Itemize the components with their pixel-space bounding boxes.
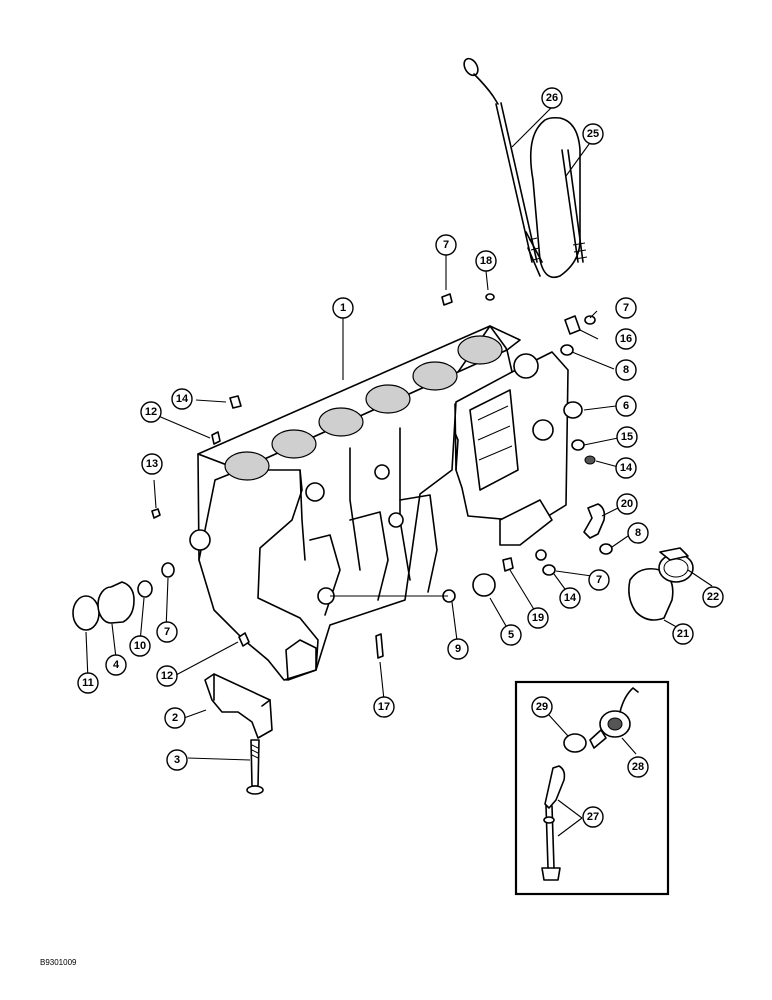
svg-text:17: 17 [378, 701, 390, 713]
svg-text:8: 8 [635, 527, 641, 539]
svg-text:7: 7 [443, 239, 449, 251]
callout-16: 16 [615, 328, 637, 350]
dipstick [463, 57, 543, 277]
callout-11: 11 [77, 672, 99, 694]
svg-text:9: 9 [455, 643, 461, 655]
svg-text:7: 7 [164, 626, 170, 638]
svg-text:16: 16 [620, 333, 632, 345]
svg-text:6: 6 [623, 400, 629, 412]
callout-15: 15 [616, 426, 638, 448]
callout-3: 3 [166, 749, 188, 771]
callout-14-left: 14 [171, 388, 193, 410]
svg-text:4: 4 [113, 659, 120, 671]
callout-17: 17 [373, 696, 395, 718]
callout-2: 2 [164, 707, 186, 729]
callout-20: 20 [616, 493, 638, 515]
callout-1: 1 [332, 297, 354, 319]
front-plug-and-seal [72, 395, 250, 647]
svg-text:10: 10 [134, 640, 146, 652]
svg-text:27: 27 [587, 811, 599, 823]
svg-text:2: 2 [172, 712, 178, 724]
coolant-hose-and-clamp [628, 547, 694, 621]
svg-text:7: 7 [623, 302, 629, 314]
svg-text:14: 14 [620, 462, 633, 474]
callout-13: 13 [141, 453, 163, 475]
callout-7-top: 7 [435, 234, 457, 256]
callout-12-bottom: 12 [156, 665, 178, 687]
svg-text:12: 12 [161, 670, 173, 682]
svg-text:5: 5 [508, 629, 514, 641]
callout-14-bottom: 14 [559, 587, 581, 609]
svg-text:26: 26 [546, 92, 558, 104]
svg-text:22: 22 [707, 591, 719, 603]
svg-text:25: 25 [587, 128, 599, 140]
bearing-cap-bolt [246, 739, 264, 795]
callout-8-top: 8 [615, 359, 637, 381]
svg-text:12: 12 [145, 406, 157, 418]
svg-text:13: 13 [146, 458, 158, 470]
svg-text:1: 1 [340, 302, 346, 314]
svg-text:29: 29 [536, 701, 548, 713]
svg-text:8: 8 [623, 364, 629, 376]
cylinder-block [189, 325, 569, 681]
callout-18: 18 [475, 250, 497, 272]
callout-7-left: 7 [156, 621, 178, 643]
callout-5: 5 [500, 624, 522, 646]
callout-21: 21 [672, 623, 694, 645]
callout-12-top: 12 [140, 401, 162, 423]
callout-10: 10 [129, 635, 151, 657]
svg-text:28: 28 [632, 761, 644, 773]
callout-7-right-bottom: 7 [588, 569, 610, 591]
svg-text:15: 15 [621, 431, 633, 443]
svg-text:14: 14 [176, 393, 189, 405]
svg-text:3: 3 [174, 754, 180, 766]
dipstick-tube [529, 116, 588, 279]
svg-text:7: 7 [596, 574, 602, 586]
svg-text:20: 20 [621, 498, 633, 510]
figure-code: B9301009 [40, 958, 77, 967]
callout-4: 4 [105, 654, 127, 676]
svg-text:14: 14 [564, 592, 577, 604]
callout-19: 19 [527, 607, 549, 629]
callout-22: 22 [702, 586, 724, 608]
svg-text:21: 21 [677, 628, 689, 640]
callout-7-right-top: 7 [615, 297, 637, 319]
callout-29: 29 [531, 696, 553, 718]
callout-28: 28 [627, 756, 649, 778]
callout-26: 26 [541, 87, 563, 109]
right-side-fittings [375, 293, 613, 659]
svg-text:18: 18 [480, 255, 492, 267]
main-bearing-cap [204, 673, 273, 739]
svg-text:19: 19 [532, 612, 544, 624]
callout-8-bottom: 8 [627, 522, 649, 544]
callout-25: 25 [582, 123, 604, 145]
svg-text:11: 11 [82, 677, 94, 689]
callout-14-right: 14 [615, 457, 637, 479]
callout-6: 6 [615, 395, 637, 417]
callout-9: 9 [447, 638, 469, 660]
callout-27: 27 [582, 806, 604, 828]
